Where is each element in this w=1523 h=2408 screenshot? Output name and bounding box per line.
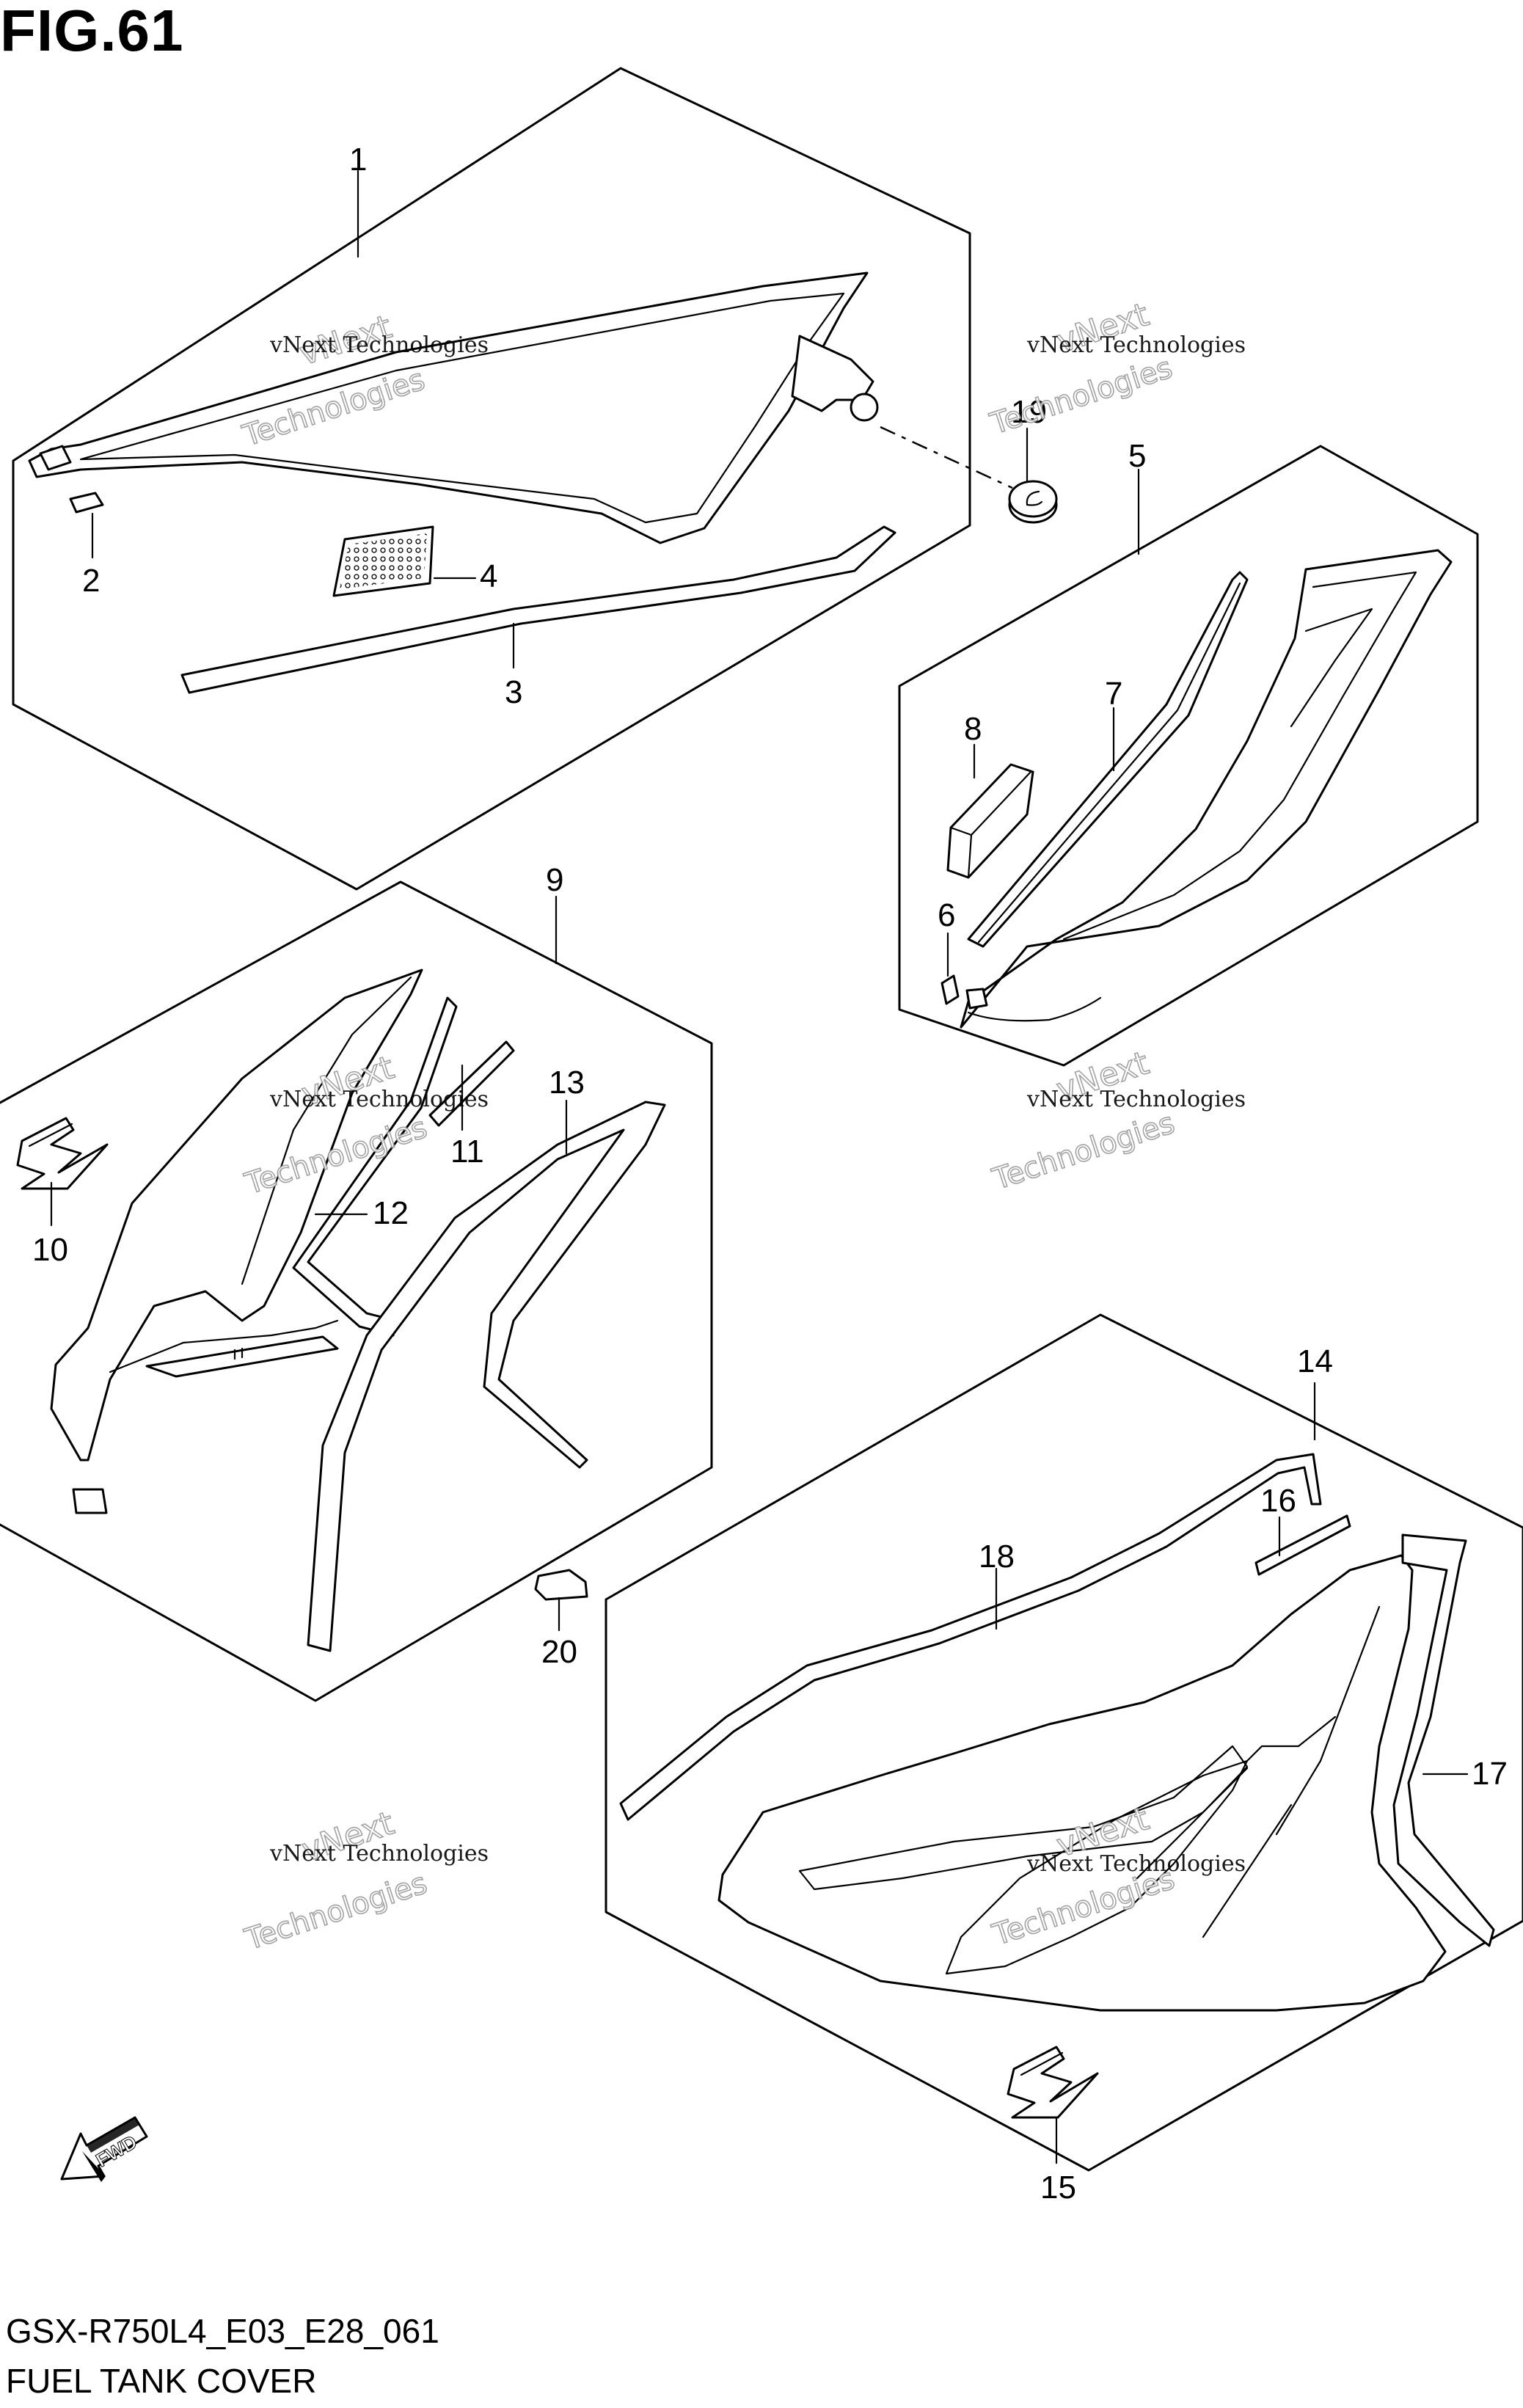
callouts: 1 2 3 4 5 6 7 8 9 10 11 12 13 14 15 16 1… xyxy=(32,142,1508,2205)
callout-2: 2 xyxy=(82,563,100,599)
callout-17: 17 xyxy=(1472,1756,1508,1792)
watermark-2: vNext Technologies vNext Technologies xyxy=(985,296,1246,442)
figure-title: FIG.61 xyxy=(0,0,184,63)
callout-3: 3 xyxy=(505,674,522,710)
callout-1: 1 xyxy=(349,142,367,178)
svg-text:vNext Technologies: vNext Technologies xyxy=(1026,1851,1246,1877)
callout-19: 19 xyxy=(1011,394,1047,430)
watermark-4: vNext Technologies vNext Technologies xyxy=(987,1044,1246,1197)
svg-text:vNext Technologies: vNext Technologies xyxy=(269,332,489,358)
group-box-1 xyxy=(12,67,971,891)
part-18-seal xyxy=(619,1453,1322,1821)
callout-4: 4 xyxy=(480,558,497,594)
group-box-5 xyxy=(898,445,1479,1067)
part-14-side-cover xyxy=(717,1554,1447,2012)
part-17-strip xyxy=(1392,1533,1495,1947)
part-4-mesh-pad xyxy=(332,525,434,597)
part-7-strip xyxy=(967,571,1249,948)
callout-14: 14 xyxy=(1297,1343,1333,1379)
callout-10: 10 xyxy=(32,1232,68,1268)
leaders-group-1 xyxy=(91,169,1029,669)
part-2-clip xyxy=(69,492,104,514)
callout-8: 8 xyxy=(964,711,982,747)
callout-18: 18 xyxy=(979,1539,1015,1575)
part-15-emblem xyxy=(1007,2046,1099,2119)
callout-16: 16 xyxy=(1260,1483,1296,1519)
callout-20: 20 xyxy=(541,1634,577,1670)
part-9-side-panel xyxy=(50,968,423,1514)
callout-6: 6 xyxy=(938,897,955,933)
callout-11: 11 xyxy=(450,1134,484,1170)
part-1-frame xyxy=(28,271,879,544)
callout-15: 15 xyxy=(1040,2170,1076,2205)
part-13-seal xyxy=(307,1101,666,1652)
part-11-strip xyxy=(428,1040,515,1127)
svg-text:vNext Technologies: vNext Technologies xyxy=(269,1841,489,1867)
figure-name: FUEL TANK COVER xyxy=(6,2362,317,2400)
part-12-strip xyxy=(292,996,458,1337)
part-6-clip xyxy=(941,974,960,1005)
part-5-side-cover xyxy=(960,549,1453,1029)
callout-13: 13 xyxy=(549,1065,585,1101)
callout-12: 12 xyxy=(373,1195,409,1231)
part-20-clip xyxy=(534,1569,588,1601)
model-code: GSX-R750L4_E03_E28_061 xyxy=(6,2312,439,2350)
part-8-pad xyxy=(946,763,1034,879)
part-16-strip xyxy=(1254,1514,1351,1576)
watermark-5: vNext Technologies vNext Technologies xyxy=(240,1804,489,1958)
svg-text:Technologies: Technologies xyxy=(988,1106,1179,1197)
svg-text:Technologies: Technologies xyxy=(241,1867,431,1957)
callout-7: 7 xyxy=(1105,676,1122,712)
svg-text:vNext Technologies: vNext Technologies xyxy=(1026,1087,1246,1112)
part-10-emblem xyxy=(16,1117,109,1190)
callout-5: 5 xyxy=(1128,438,1146,474)
group-box-9 xyxy=(0,880,713,1702)
group-box-14 xyxy=(605,1313,1523,2172)
svg-text:vNext Technologies: vNext Technologies xyxy=(269,1087,489,1112)
svg-text:vNext Technologies: vNext Technologies xyxy=(1026,332,1246,358)
callout-9: 9 xyxy=(546,862,563,898)
leaders-group-5 xyxy=(946,707,1115,977)
leaders-group-9 xyxy=(50,1064,568,1632)
part-19-grommet xyxy=(880,426,1058,524)
leaders-group-14 xyxy=(995,1516,1469,2164)
fwd-arrow-icon: FWD xyxy=(60,2116,148,2182)
part-3-trim-strip xyxy=(180,525,896,694)
